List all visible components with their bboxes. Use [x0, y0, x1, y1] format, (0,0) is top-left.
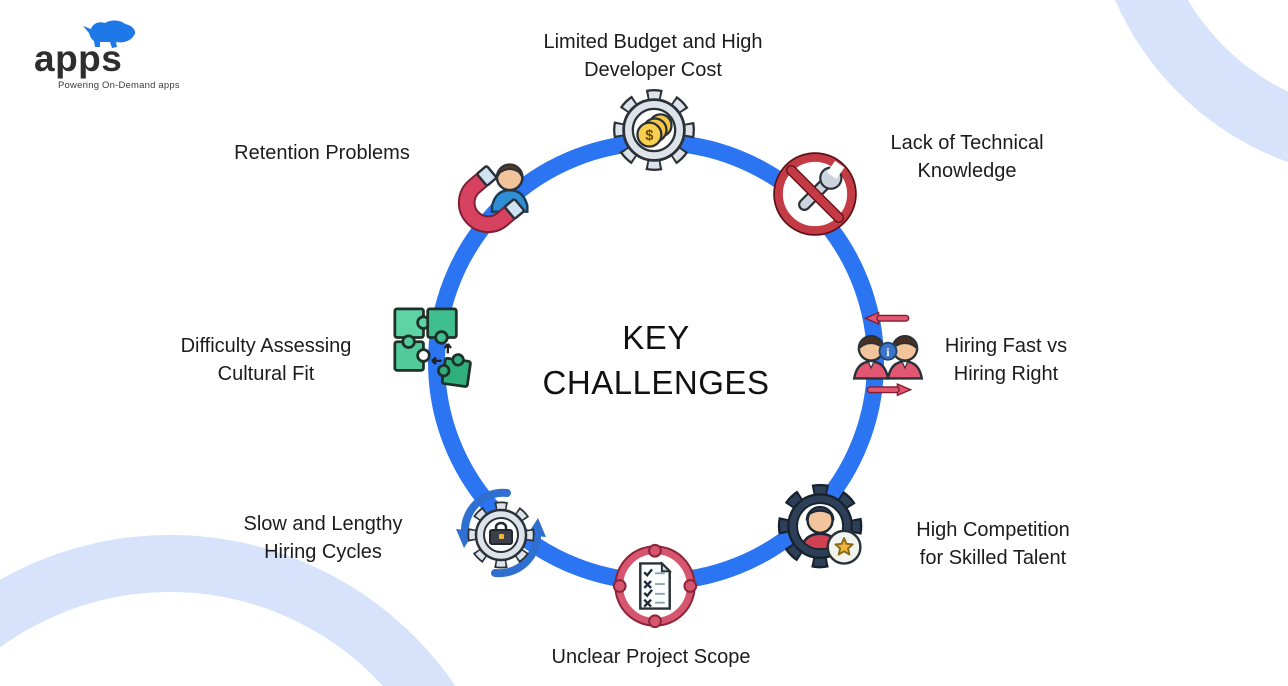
- challenge-label-retention-problems: Retention Problems: [234, 142, 410, 164]
- target-checklist-icon: [606, 537, 704, 635]
- svg-text:i: i: [886, 347, 889, 359]
- center-title: KEY CHALLENGES: [543, 315, 770, 405]
- challenge-label-slow-hiring-cycles: Slow and Lengthy Hiring Cycles: [243, 513, 403, 563]
- challenge-label-cultural-fit: Difficulty Assessing Cultural Fit: [180, 335, 352, 385]
- person-gear-star-icon: [774, 480, 870, 576]
- center-title-line1: KEY: [622, 319, 690, 356]
- challenge-label-technical-knowledge: Lack of Technical Knowledge: [890, 132, 1044, 182]
- svg-text:$: $: [645, 128, 653, 144]
- cycle-briefcase-icon: [451, 483, 551, 583]
- decor-arc-top-right: [1090, 0, 1288, 180]
- brand-tagline: Powering On-Demand apps: [58, 80, 180, 91]
- magnet-person-icon: [445, 147, 543, 245]
- coins-gear-icon: $: [608, 84, 700, 176]
- challenge-label-high-competition: High Competition for Skilled Talent: [916, 519, 1070, 569]
- no-wrench-icon: [771, 150, 859, 238]
- people-swap-icon: i: [841, 307, 935, 401]
- challenge-label-unclear-scope: Unclear Project Scope: [551, 646, 751, 668]
- brand-logo: apps Powering On-Demand apps: [34, 20, 234, 100]
- puzzle-icon: [380, 294, 486, 400]
- brand-name: apps: [34, 38, 123, 79]
- center-title-line2: CHALLENGES: [542, 364, 770, 401]
- rhino-logo-icon: [83, 20, 136, 48]
- challenge-label-hiring-fast-vs-right: Hiring Fast vs Hiring Right: [944, 335, 1068, 385]
- challenge-label-limited-budget: Limited Budget and High Developer Cost: [543, 31, 763, 81]
